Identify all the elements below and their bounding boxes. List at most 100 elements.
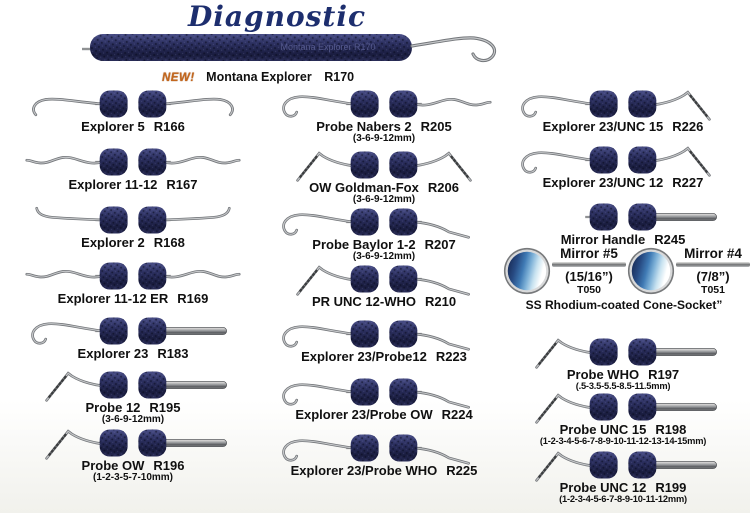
mirror-size: (15/16”)	[565, 269, 613, 284]
instrument-label: Explorer 23/Probe OW R224	[258, 407, 510, 422]
instrument-image	[535, 451, 717, 482]
instrument-sku: R227	[672, 175, 704, 190]
featured-instrument-image: Montana Explorer R170	[82, 34, 497, 63]
instrument-name: Probe UNC 12	[559, 480, 647, 495]
instrument-image	[521, 146, 711, 177]
mirror-stem	[552, 262, 626, 267]
instrument-name: Explorer 5	[81, 119, 145, 134]
instrument-label: Explorer 23/Probe12 R223	[258, 349, 510, 364]
instrument-sku: R206	[427, 180, 459, 195]
instrument-name: Explorer 23/Probe OW	[295, 407, 433, 422]
instrument-sku: R167	[166, 177, 198, 192]
instrument-label: Mirror Handle R245	[500, 232, 746, 247]
instrument-row: Explorer 11-12 ER R169	[8, 258, 258, 306]
instrument-sku: R223	[435, 349, 467, 364]
instrument-sku: R169	[177, 291, 209, 306]
featured-instrument: Montana Explorer R170 NEW! Montana Explo…	[78, 30, 638, 84]
instrument-sku: R245	[654, 232, 686, 247]
instrument-image	[25, 262, 241, 290]
instrument-name: Probe Nabers 2	[316, 119, 412, 134]
instrument-label: Probe Nabers 2 R205	[258, 119, 510, 134]
instrument-row: Explorer 2 R168	[8, 202, 258, 250]
instrument-name: PR UNC 12-WHO	[311, 294, 416, 309]
featured-name: Montana Explorer	[206, 70, 312, 84]
instrument-row: Explorer 5 R166	[8, 86, 258, 134]
instrument-label: OW Goldman-Fox R206	[258, 180, 510, 195]
mirror-item-5: Mirror #5 (15/16”) T050	[502, 246, 626, 296]
instrument-image	[282, 434, 470, 465]
instrument-name: Probe OW	[81, 458, 145, 473]
instrument-measure: (1-2-3-5-7-10mm)	[92, 472, 174, 484]
instrument-name: Explorer 11-12	[68, 177, 158, 192]
featured-sku: R170	[324, 70, 355, 84]
instrument-image	[31, 317, 227, 345]
mirrors-block: Mirror #5 (15/16”) T050 Mirror #4 (7/8”)…	[502, 246, 750, 312]
instrument-name: Explorer 11-12 ER	[57, 291, 169, 306]
instrument-image	[296, 265, 470, 296]
page-title: Diagnostic	[188, 0, 367, 33]
instrument-sku: R205	[420, 119, 452, 134]
instrument-sku: R224	[441, 407, 473, 422]
mirror-sku: T051	[701, 284, 725, 296]
mirror-item-4: Mirror #4 (7/8”) T051	[626, 246, 750, 296]
instrument-image	[282, 90, 492, 118]
instrument-row: Mirror Handle R245	[500, 199, 746, 247]
instrument-name: Explorer 2	[81, 235, 145, 250]
instrument-measure: (3-6-9-12mm)	[352, 133, 416, 145]
instrument-name: Explorer 23/UNC 12	[542, 175, 664, 190]
instrument-image	[45, 371, 227, 402]
instrument-measure: (1-2-3-4-5-6-7-8-9-10-11-12mm)	[559, 494, 687, 505]
instrument-image	[521, 90, 711, 121]
mirror-name: Mirror #4	[684, 246, 742, 261]
instrument-measure: (1-2-3-4-5-6-7-8-9-10-11-12-13-14-15mm)	[539, 436, 707, 447]
instrument-row: Probe Nabers 2 R205 (3-6-9-12mm)	[258, 86, 510, 145]
instrument-measure: (3-6-9-12mm)	[101, 414, 165, 426]
instrument-sku: R168	[153, 235, 185, 250]
instrument-sku: R166	[153, 119, 185, 134]
instrument-sku: R207	[424, 237, 456, 252]
instrument-label: Explorer 11-12 ER R169	[8, 291, 258, 306]
mirror-face-icon	[503, 247, 551, 295]
featured-label: NEW! Montana Explorer R170	[162, 70, 638, 84]
mirror-sku: T050	[577, 284, 601, 296]
instrument-name: Mirror Handle	[560, 232, 646, 247]
instrument-image	[35, 206, 231, 234]
instrument-image	[45, 429, 227, 460]
instrument-image	[32, 90, 234, 118]
instrument-row: Explorer 11-12 R167	[8, 144, 258, 192]
instrument-name: OW Goldman-Fox	[309, 180, 419, 195]
instrument-name: Explorer 23/Probe WHO	[290, 463, 438, 478]
instrument-label: Explorer 11-12 R167	[8, 177, 258, 192]
instrument-name: Explorer 23/Probe12	[301, 349, 427, 364]
instrument-image	[585, 203, 717, 231]
instrument-row: Probe Baylor 1-2 R207 (3-6-9-12mm)	[258, 204, 510, 263]
mirror-stem	[676, 262, 750, 267]
instrument-sku: R226	[672, 119, 704, 134]
instrument-image	[25, 148, 241, 176]
instrument-name: Probe Baylor 1-2	[312, 237, 416, 252]
instrument-image	[282, 378, 470, 409]
instrument-measure: (3-6-9-12mm)	[352, 251, 416, 263]
mirror-face-icon	[627, 247, 675, 295]
instrument-image	[282, 320, 470, 351]
mirror-name: Mirror #5	[560, 246, 618, 261]
instrument-image	[296, 151, 472, 182]
